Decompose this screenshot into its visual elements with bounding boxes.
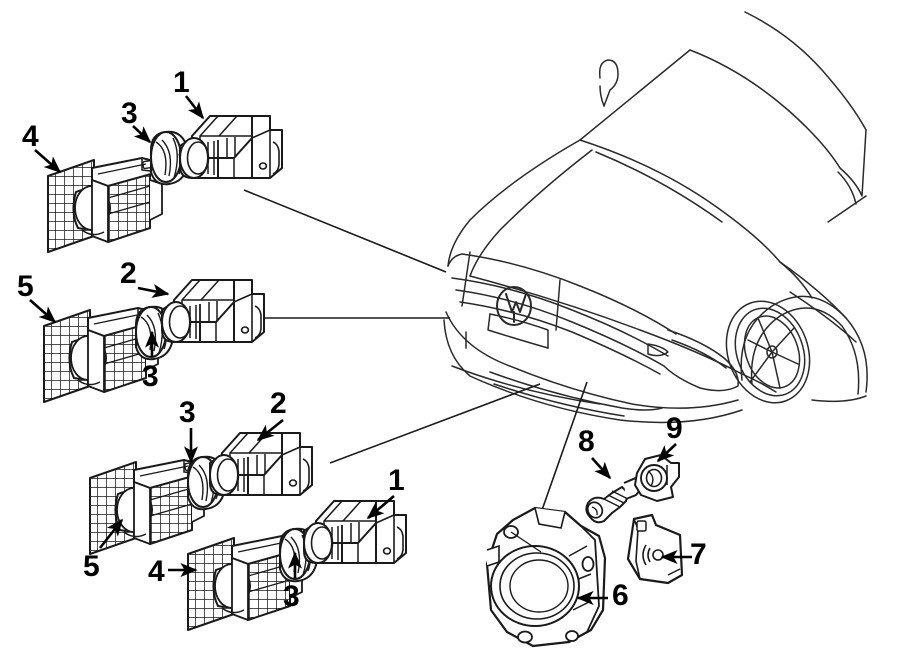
callout-number-4-bot: 4 [148, 555, 165, 588]
part-sensor-1-top [179, 115, 283, 179]
callout-number-3-top: 3 [121, 97, 138, 130]
arrow-1-bot [366, 495, 395, 520]
vehicle-front-illustration [443, 11, 868, 424]
part-bracket-4-top [47, 157, 163, 253]
arrow-5-bot [98, 518, 124, 549]
part-plate-7 [626, 513, 684, 585]
callout-number-9: 9 [666, 412, 683, 445]
callout-number-7: 7 [690, 538, 707, 571]
callout-number-5-mid: 5 [17, 270, 34, 303]
arrow-3-top [132, 125, 152, 144]
arrow-1-top [184, 95, 205, 120]
callout-number-8: 8 [578, 425, 595, 458]
callout-number-6: 6 [612, 579, 629, 612]
arrow-2-mid2 [256, 418, 284, 442]
arrow-9 [656, 443, 677, 463]
callout-number-1-bot: 1 [388, 464, 405, 497]
leader-line-low [329, 383, 541, 464]
vw-logo-icon [496, 286, 532, 326]
callout-number-1-top: 1 [173, 66, 190, 99]
part-sensor-2-mid [161, 279, 265, 343]
leader-line-radar [534, 381, 588, 531]
callout-number-2-mid: 2 [120, 257, 137, 290]
part-nut-9 [634, 454, 680, 502]
callout-number-3-bot: 3 [283, 580, 300, 613]
callout-arrows [29, 95, 692, 606]
callout-number-2-mid2: 2 [270, 387, 287, 420]
leader-line-top [243, 189, 447, 273]
arrow-4-top [34, 149, 62, 174]
part-sensor-1-bot [303, 500, 407, 564]
leader-lines [243, 189, 588, 531]
callout-number-5-bot: 5 [83, 550, 100, 583]
callout-number-4-top: 4 [22, 120, 39, 153]
arrow-2-mid [137, 284, 170, 298]
arrow-8 [591, 457, 612, 480]
part-sensor-2-mid2 [209, 432, 313, 496]
arrow-5-mid [29, 299, 57, 324]
callout-number-3-mid: 3 [142, 360, 159, 393]
callout-number-3-mid2: 3 [179, 396, 196, 429]
part-radar-6 [485, 506, 607, 648]
